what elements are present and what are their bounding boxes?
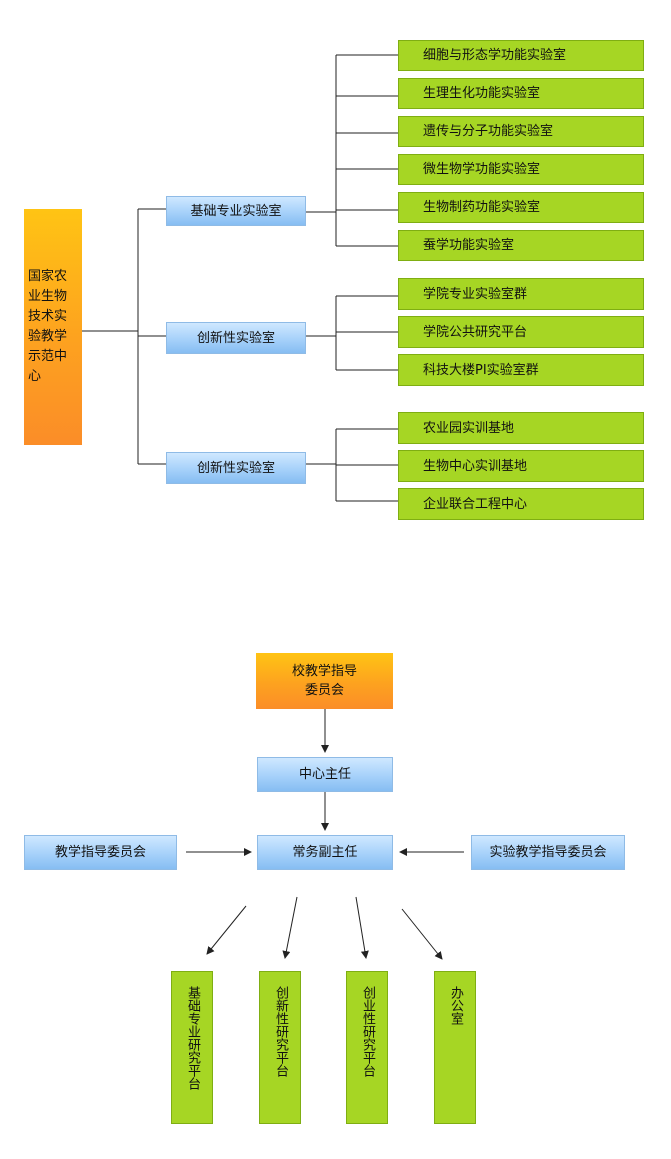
leaf-label: 农业园实训基地 [423, 420, 515, 436]
deputy-director-label: 常务副主任 [292, 845, 358, 860]
leaf-node: 微生物学功能实验室 [398, 154, 644, 185]
leaf-node: 农业园实训基地 [398, 412, 644, 444]
leaf-node: 蚕学功能实验室 [398, 230, 644, 261]
platform-node: 创新性研究平台 [259, 971, 301, 1124]
experimental-teaching-committee-label: 实验教学指导委员会 [489, 845, 607, 860]
leaf-node: 遗传与分子功能实验室 [398, 116, 644, 147]
leaf-node: 生物中心实训基地 [398, 450, 644, 482]
leaf-label: 细胞与形态学功能实验室 [423, 48, 567, 63]
branch-label: 基础专业实验室 [190, 203, 282, 219]
leaf-node: 生理生化功能实验室 [398, 78, 644, 109]
leaf-label: 微生物学功能实验室 [423, 162, 541, 177]
leaf-label: 遗传与分子功能实验室 [423, 124, 554, 139]
leaf-label: 企业联合工程中心 [423, 496, 528, 512]
deputy-director-node: 常务副主任 [257, 835, 393, 870]
leaf-label: 生理生化功能实验室 [423, 86, 541, 101]
leaf-label: 生物制药功能实验室 [423, 200, 541, 215]
experimental-teaching-committee-node: 实验教学指导委员会 [471, 835, 625, 870]
platform-node: 创业性研究平台 [346, 971, 388, 1124]
root-label: 国家农业生物技术实验教学示范中心 [28, 269, 68, 384]
leaf-node: 学院公共研究平台 [398, 316, 644, 348]
leaf-label: 学院专业实验室群 [423, 286, 528, 302]
platform-label: 基础专业研究平台 [185, 986, 200, 1090]
leaf-label: 科技大楼PI实验室群 [423, 362, 539, 378]
leaf-node: 企业联合工程中心 [398, 488, 644, 520]
school-committee-node: 校教学指导委员会 [256, 653, 393, 709]
branch-node-innovation-labs: 创新性实验室 [166, 322, 306, 354]
platform-node: 基础专业研究平台 [171, 971, 213, 1124]
teaching-committee-node: 教学指导委员会 [24, 835, 177, 870]
branch-label: 创新性实验室 [196, 460, 275, 476]
root-node: 国家农业生物技术实验教学示范中心 [24, 209, 82, 445]
leaf-node: 科技大楼PI实验室群 [398, 354, 644, 386]
teaching-committee-label: 教学指导委员会 [54, 845, 146, 860]
leaf-label: 蚕学功能实验室 [423, 238, 515, 253]
branch-node-innovation-labs-second: 创新性实验室 [166, 452, 306, 484]
leaf-node: 学院专业实验室群 [398, 278, 644, 310]
office-label: 办公室 [448, 986, 463, 1025]
school-committee-label: 校教学指导委员会 [291, 664, 357, 698]
director-node: 中心主任 [257, 757, 393, 792]
platform-label: 创新性研究平台 [273, 986, 288, 1077]
leaf-node: 生物制药功能实验室 [398, 192, 644, 223]
leaf-label: 生物中心实训基地 [423, 458, 528, 474]
leaf-node: 细胞与形态学功能实验室 [398, 40, 644, 71]
director-label: 中心主任 [298, 767, 351, 782]
office-node: 办公室 [434, 971, 476, 1124]
leaf-label: 学院公共研究平台 [423, 324, 528, 340]
branch-node-basic-labs: 基础专业实验室 [166, 196, 306, 226]
platform-label: 创业性研究平台 [360, 986, 375, 1077]
branch-label: 创新性实验室 [196, 330, 275, 346]
